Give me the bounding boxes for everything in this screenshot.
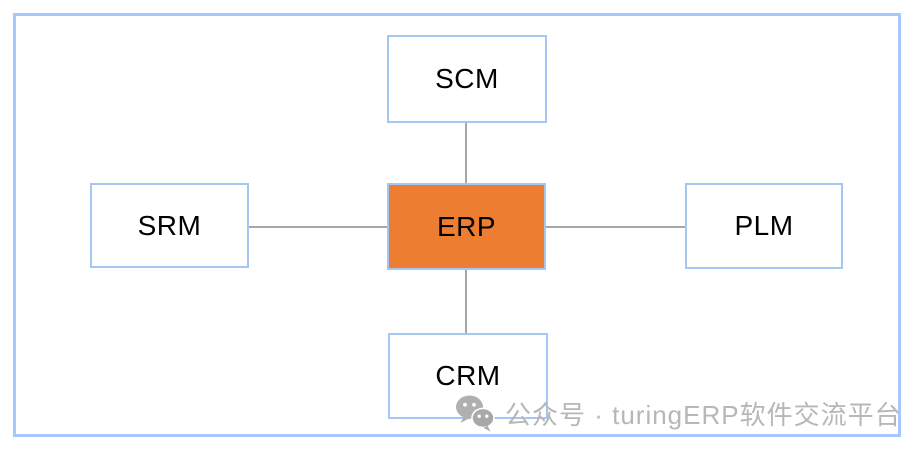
diagram-frame — [13, 13, 901, 437]
watermark: 公众号 · turingERP软件交流平台 — [455, 394, 902, 432]
connector-erp-scm — [465, 123, 467, 183]
connector-erp-plm — [546, 226, 685, 228]
node-erp: ERP — [387, 183, 546, 270]
node-plm-label: PLM — [734, 210, 794, 241]
node-scm-label: SCM — [435, 63, 499, 94]
wechat-icon — [456, 395, 495, 432]
connector-erp-crm — [465, 270, 467, 333]
watermark-text: 公众号 · turingERP软件交流平台 — [505, 399, 902, 430]
node-srm: SRM — [90, 183, 249, 268]
node-crm-label: CRM — [435, 360, 501, 391]
connector-erp-srm — [249, 226, 387, 228]
node-erp-label: ERP — [436, 210, 497, 242]
node-scm: SCM — [387, 35, 547, 123]
node-plm: PLM — [685, 183, 843, 269]
node-srm-label: SRM — [137, 209, 202, 241]
